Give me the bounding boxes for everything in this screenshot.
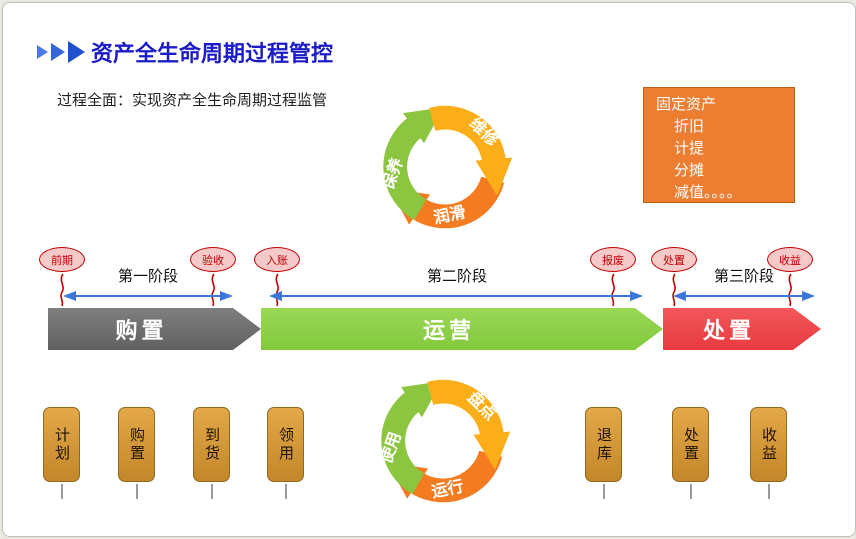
phase-arrow-label: 运营 bbox=[422, 318, 475, 343]
cycle-arc-green bbox=[383, 107, 444, 221]
step-tick bbox=[61, 484, 63, 499]
chevron-right-icon bbox=[37, 45, 48, 59]
phase-arrow-acquisition: 购置 bbox=[48, 308, 261, 350]
info-box-item: 计提 bbox=[674, 140, 705, 157]
info-box-title: 固定资产 bbox=[656, 96, 717, 113]
cycle-arc-yellow bbox=[429, 105, 513, 196]
step-tick bbox=[690, 484, 692, 499]
subtitle-text: 过程全面：实现资产全生命周期过程监管 bbox=[57, 92, 328, 109]
connector-squiggle-icon bbox=[788, 273, 792, 307]
stage-span-arrow bbox=[673, 291, 815, 301]
milestone-bubble: 处置 bbox=[651, 247, 697, 272]
milestone-bubble: 前期 bbox=[39, 247, 85, 272]
connector-squiggle-icon bbox=[60, 273, 64, 307]
cycle-arc-green bbox=[381, 381, 442, 495]
connector-squiggle-icon bbox=[611, 273, 615, 307]
process-step-box: 购置 bbox=[118, 407, 155, 482]
chevron-right-icon bbox=[51, 43, 65, 61]
stage-label: 第三阶段 bbox=[713, 268, 774, 285]
step-tick bbox=[211, 484, 213, 499]
maintenance-cycle-diagram: 保养 维修 润滑 bbox=[378, 105, 513, 229]
process-step-box: 到货 bbox=[193, 407, 230, 482]
process-step-box: 领用 bbox=[267, 407, 304, 482]
connector-squiggle-icon bbox=[672, 273, 676, 307]
page-title: 资产全生命周期过程管控 bbox=[91, 41, 334, 66]
info-box-item: 分摊 bbox=[674, 162, 705, 179]
stage-label: 第一阶段 bbox=[117, 268, 178, 285]
process-step-box: 收益 bbox=[750, 407, 787, 482]
chevron-right-icon bbox=[68, 41, 85, 63]
phase-arrow-operation: 运营 bbox=[261, 308, 663, 350]
milestone-bubble: 报废 bbox=[590, 247, 636, 272]
step-tick bbox=[136, 484, 138, 499]
milestone-bubble: 入账 bbox=[254, 247, 300, 272]
process-step-box: 处置 bbox=[672, 407, 709, 482]
step-tick bbox=[603, 484, 605, 499]
info-box-item: 减值。。。。 bbox=[674, 184, 742, 201]
usage-cycle-diagram: 使用 盘点 运行 bbox=[376, 379, 511, 503]
step-tick bbox=[285, 484, 287, 499]
stage-label: 第二阶段 bbox=[426, 268, 487, 285]
fixed-asset-info-box: 固定资产 折旧 计提 分摊 减值。。。。 bbox=[643, 87, 795, 203]
step-tick bbox=[768, 484, 770, 499]
cycle-arc-yellow bbox=[427, 379, 511, 470]
process-step-box: 计划 bbox=[43, 407, 80, 482]
info-box-item: 折旧 bbox=[674, 118, 705, 135]
phase-arrow-label: 处置 bbox=[702, 318, 755, 343]
stage-span-arrow bbox=[269, 291, 643, 301]
connector-squiggle-icon bbox=[275, 273, 279, 307]
connector-squiggle-icon bbox=[211, 273, 215, 307]
milestone-bubble: 收益 bbox=[767, 247, 813, 272]
title-chevrons-icon bbox=[37, 41, 85, 63]
phase-arrow-label: 购置 bbox=[115, 318, 168, 343]
process-step-box: 退库 bbox=[585, 407, 622, 482]
milestone-bubble: 验收 bbox=[190, 247, 236, 272]
stage-span-arrow bbox=[63, 291, 233, 301]
phase-arrow-disposal: 处置 bbox=[663, 308, 821, 350]
